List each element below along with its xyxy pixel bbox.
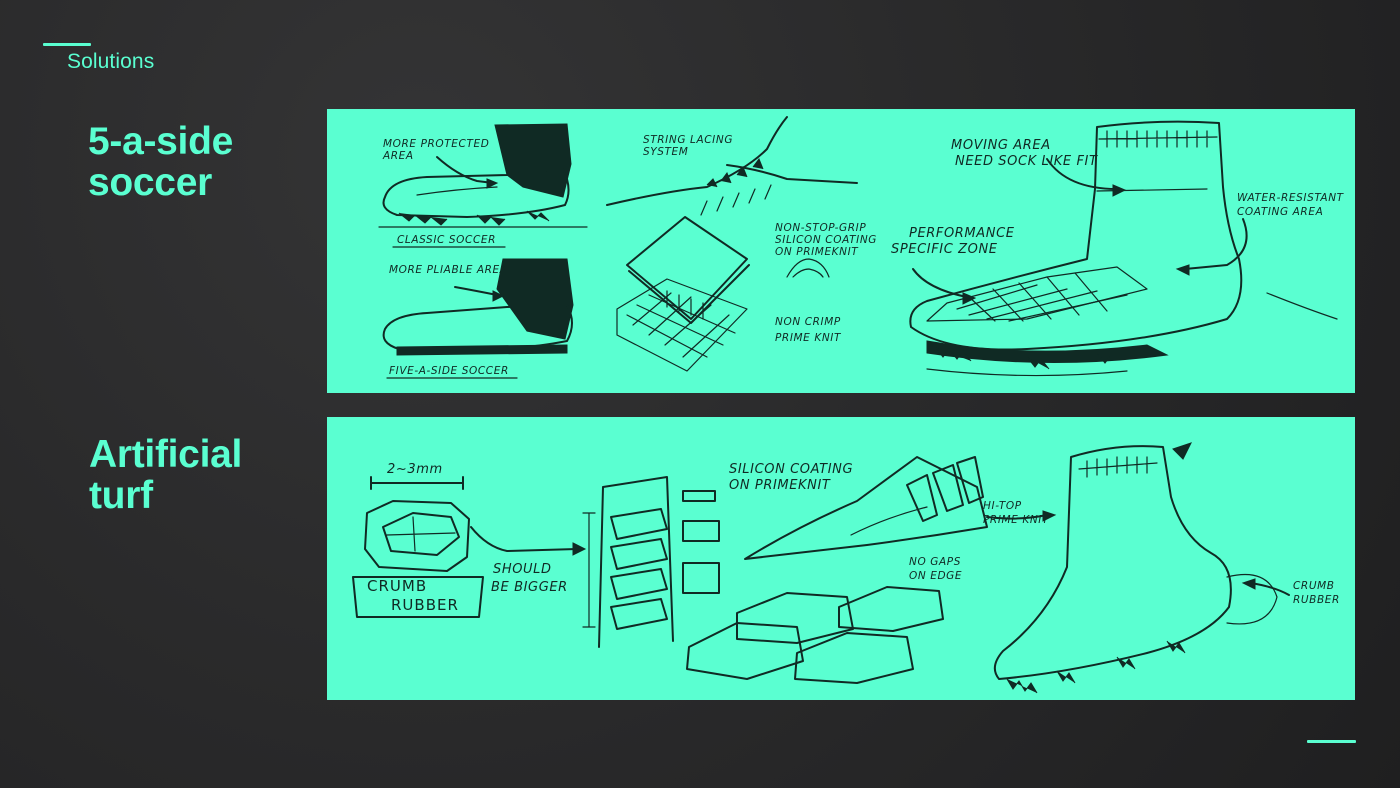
section-title: Solutions [67, 50, 155, 73]
lower-blocks-sketch [686, 586, 944, 684]
note-more-protected-area: AREA [382, 150, 414, 162]
arrow-head [572, 542, 587, 556]
note-non-stop-grip: SILICON COATING [775, 234, 877, 246]
note-moving-area: NEED SOCK LIKE FIT [955, 154, 1098, 169]
note-silicon-coating: SILICON COATING [729, 462, 853, 477]
sketch-illustration-artificial-turf: 2~3mm CRUMB RUBBER SHOULD BE BIGGER [352, 442, 1340, 694]
knit-layers-sketch [616, 216, 830, 372]
note-string-lacing: STRING LACING [643, 134, 733, 146]
note-water-resistant: WATER-RESISTANT [1237, 192, 1345, 204]
note-silicon-coating: ON PRIMEKNIT [729, 478, 831, 493]
note-non-crimp: PRIME KNIT [775, 332, 842, 344]
note-hi-top: HI-TOP [983, 500, 1022, 512]
performance-boot-sketch [909, 120, 1338, 377]
row-label-line: Artificial [89, 433, 243, 476]
rubber-blocks-sketch [582, 476, 720, 648]
five-a-side-boot-sketch [382, 258, 574, 356]
string-lacing-sketch [606, 116, 858, 216]
note-no-gaps: ON EDGE [909, 570, 962, 582]
hi-top-boot-sketch [986, 442, 1290, 694]
note-string-lacing: SYSTEM [643, 146, 688, 158]
section-marker-line [43, 43, 91, 46]
arrow [470, 526, 578, 552]
note-performance-zone: SPECIFIC ZONE [891, 242, 998, 257]
note-dimension: 2~3mm [387, 462, 443, 477]
sketch-panel-artificial-turf: 2~3mm CRUMB RUBBER SHOULD BE BIGGER [327, 417, 1355, 700]
note-moving-area: MOVING AREA [951, 138, 1051, 153]
note-non-crimp: NON CRIMP [775, 316, 841, 328]
row-label-line: soccer [88, 161, 212, 204]
note-should-be-bigger: SHOULD [493, 562, 552, 577]
note-no-gaps: NO GAPS [909, 556, 961, 568]
row-label-artificial-turf: Artificial turf [89, 434, 309, 516]
note-crumb-rubber-box: CRUMB [367, 577, 427, 595]
note-crumb-rubber: CRUMB [1293, 580, 1335, 592]
row-label-line: turf [89, 474, 153, 517]
sketch-illustration-5-a-side: MORE PROTECTED AREA CLASSIC SOCCER MORE … [378, 116, 1345, 379]
note-non-stop-grip: ON PRIMEKNIT [775, 246, 859, 258]
note-non-stop-grip: NON-STOP-GRIP [775, 222, 866, 234]
note-crumb-rubber-box: RUBBER [391, 596, 459, 614]
crumb-rubber-grain-sketch [352, 476, 484, 618]
note-crumb-rubber: RUBBER [1293, 594, 1340, 606]
silicon-coating-sketch [744, 456, 988, 560]
classic-soccer-boot-sketch [378, 123, 588, 228]
note-more-pliable-area: MORE PLIABLE AREA [389, 264, 508, 276]
corner-marker-line [1307, 740, 1356, 743]
note-classic-soccer: CLASSIC SOCCER [397, 234, 496, 246]
note-performance-zone: PERFORMANCE [909, 226, 1015, 241]
row-label-line: 5-a-side [88, 120, 233, 163]
note-hi-top: PRIME KNIT [983, 514, 1050, 526]
note-more-protected-area: MORE PROTECTED [383, 138, 489, 150]
row-label-5-a-side-soccer: 5-a-side soccer [88, 121, 308, 203]
sketch-panel-5-a-side: MORE PROTECTED AREA CLASSIC SOCCER MORE … [327, 109, 1355, 393]
note-should-be-bigger: BE BIGGER [491, 580, 568, 595]
note-water-resistant: COATING AREA [1237, 206, 1323, 218]
note-five-a-side-soccer: FIVE-A-SIDE SOCCER [389, 365, 509, 377]
